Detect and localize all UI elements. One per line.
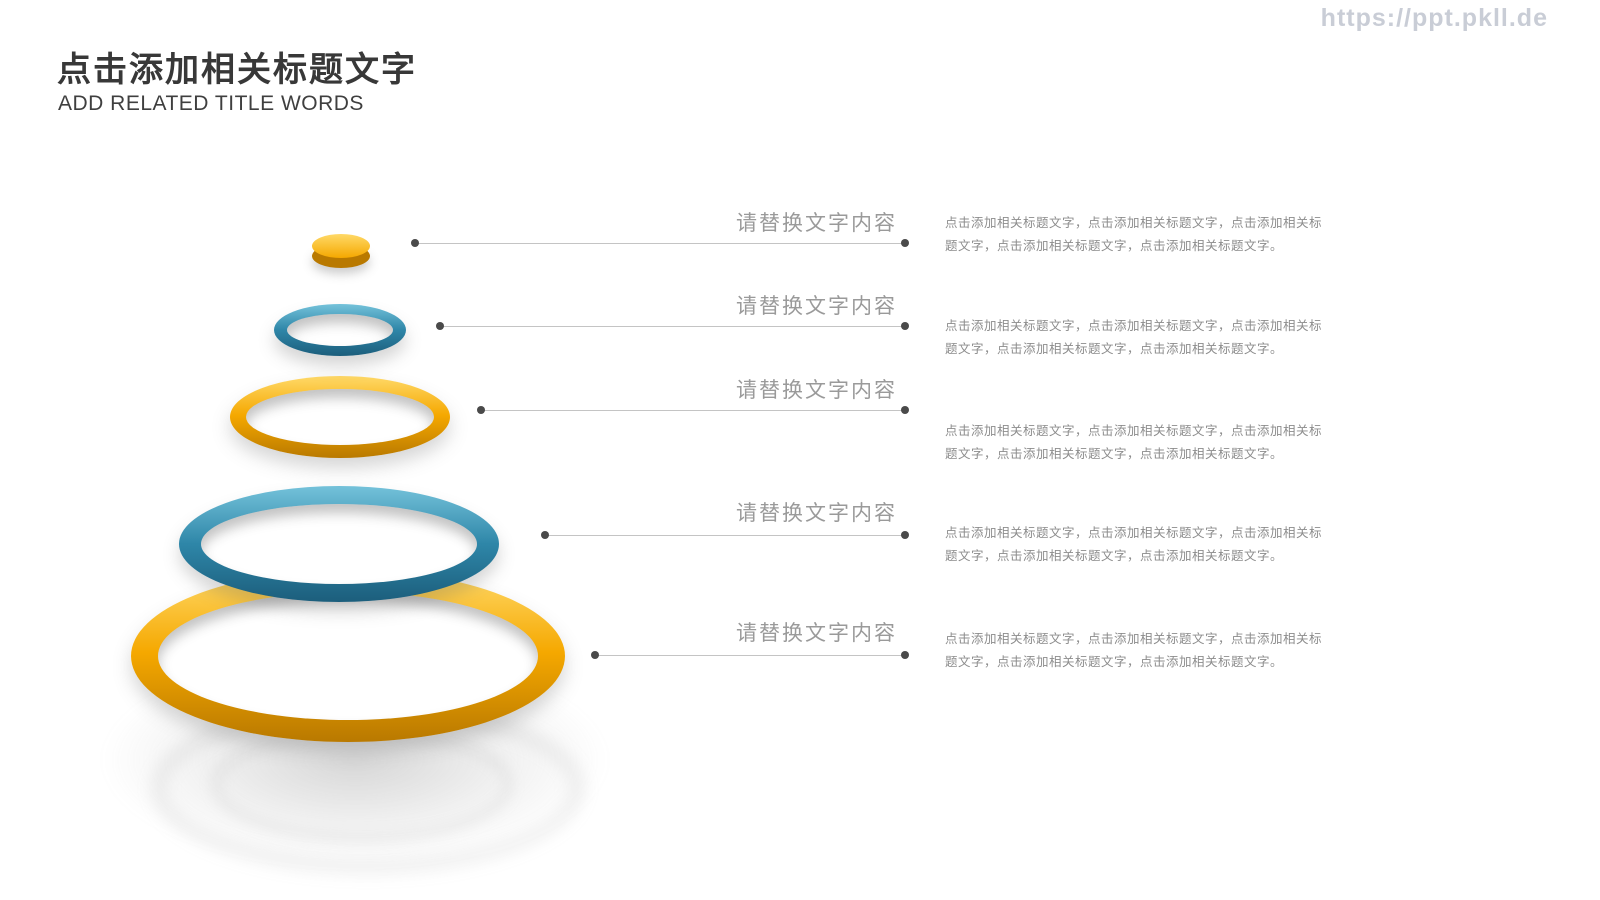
ring-hole: [246, 389, 434, 445]
item-label: 请替换文字内容: [736, 379, 897, 402]
pyramid-ring-3-gold: [230, 376, 450, 458]
connector-end-dot: [901, 239, 909, 247]
connector-start-dot: [477, 406, 485, 414]
page-title: 点击添加相关标题文字: [57, 51, 417, 89]
item-body: 点击添加相关标题文字，点击添加相关标题文字，点击添加相关标题文字，点击添加相关标…: [945, 526, 1323, 564]
connector-end-dot: [901, 651, 909, 659]
disc-top: [312, 234, 370, 258]
connector-line: [595, 655, 905, 656]
connector-line: [415, 243, 905, 244]
ring-hole: [158, 592, 538, 720]
connector-line: [545, 535, 905, 536]
item-label: 请替换文字内容: [736, 295, 897, 318]
item-body: 点击添加相关标题文字，点击添加相关标题文字，点击添加相关标题文字，点击添加相关标…: [945, 424, 1323, 462]
ring-hole: [201, 504, 477, 584]
pyramid-ring-5-gold: [131, 570, 565, 742]
item-label: 请替换文字内容: [736, 502, 897, 525]
connector-line: [481, 410, 905, 411]
pyramid-ring-2-blue: [274, 304, 406, 356]
pyramid-ring-4-blue: [179, 486, 499, 602]
connector-end-dot: [901, 406, 909, 414]
item-body: 点击添加相关标题文字，点击添加相关标题文字，点击添加相关标题文字，点击添加相关标…: [945, 319, 1323, 357]
connector-end-dot: [901, 531, 909, 539]
item-label: 请替换文字内容: [736, 622, 897, 645]
watermark-url: https://ppt.pkll.de: [1320, 4, 1548, 32]
item-body: 点击添加相关标题文字，点击添加相关标题文字，点击添加相关标题文字，点击添加相关标…: [945, 216, 1323, 254]
item-body: 点击添加相关标题文字，点击添加相关标题文字，点击添加相关标题文字，点击添加相关标…: [945, 632, 1323, 670]
connector-start-dot: [436, 322, 444, 330]
item-label: 请替换文字内容: [736, 212, 897, 235]
page-subtitle: ADD RELATED TITLE WORDS: [58, 92, 364, 115]
connector-start-dot: [541, 531, 549, 539]
ring-hole: [287, 314, 393, 346]
connector-start-dot: [591, 651, 599, 659]
connector-start-dot: [411, 239, 419, 247]
ground-shadow-ring: [210, 725, 514, 844]
connector-end-dot: [901, 322, 909, 330]
pyramid-top-disc: [312, 234, 370, 270]
connector-line: [440, 326, 905, 327]
